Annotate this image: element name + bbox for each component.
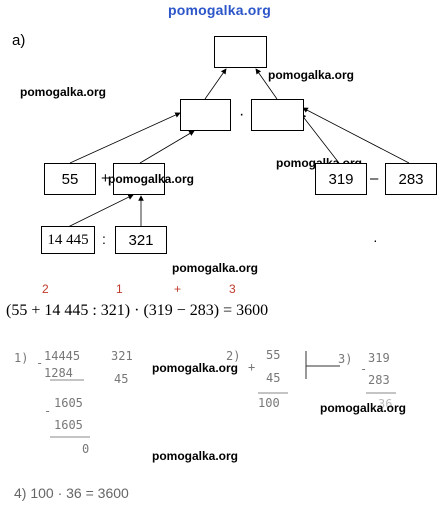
- arrow-319-to-diff: [300, 113, 340, 164]
- step1-rem1: 1605: [54, 396, 83, 410]
- order-2: 1: [116, 282, 123, 296]
- arrow-right-to-root: [255, 68, 278, 100]
- watermark-3: pomogalka.org: [108, 172, 195, 186]
- step1-rem2: 0: [82, 442, 90, 456]
- plus-sign: +: [101, 170, 110, 187]
- step1-divisor-value: 321: [111, 349, 133, 363]
- difference-box: [251, 99, 304, 131]
- quotient-box: [113, 163, 165, 195]
- multiply-dot-right: ·: [373, 232, 378, 248]
- watermark-top: pomogalka.org: [168, 2, 271, 18]
- step2-b: 45: [266, 371, 281, 385]
- box-319: 319: [315, 163, 367, 195]
- step3-b: 283: [368, 373, 390, 387]
- arrow-55-to-sum: [69, 112, 181, 164]
- box-283: 283: [385, 163, 437, 195]
- step1-quotient: 45: [114, 372, 129, 386]
- arrow-left-to-root: [204, 68, 227, 100]
- arrow-quotient-to-sum: [139, 130, 195, 164]
- step1-sub1: 1284: [44, 366, 73, 380]
- arrow-14445-to-quotient: [67, 194, 134, 228]
- watermark-5: pomogalka.org: [172, 261, 259, 275]
- order-1: 2: [42, 282, 49, 296]
- step1-label: 1): [14, 351, 29, 365]
- step2-a: 55: [266, 348, 281, 362]
- watermark-1: pomogalka.org: [268, 68, 355, 82]
- multiply-dot-middle: ·: [239, 106, 245, 123]
- watermark-6: pomogalka.org: [152, 361, 239, 375]
- minus-sign: –: [370, 170, 379, 187]
- watermark-7: pomogalka.org: [320, 401, 407, 415]
- step4: 4) 100 · 36 = 3600: [14, 485, 129, 501]
- step3-label: 3): [338, 352, 353, 366]
- part-label: а): [12, 32, 26, 49]
- order-3: +: [174, 282, 182, 296]
- step3-result: 36: [378, 397, 393, 411]
- box-55: 55: [44, 163, 96, 195]
- step1-minus2: -: [44, 404, 52, 418]
- step3-a: 319: [368, 351, 390, 365]
- box-14445: 14 445: [41, 226, 95, 254]
- colon-sign: :: [102, 231, 106, 247]
- root-box: [214, 36, 267, 68]
- step2-plus: +: [248, 360, 256, 374]
- watermark-2: pomogalka.org: [20, 85, 107, 99]
- arrow-283-to-diff: [302, 107, 410, 164]
- step2-label: 2): [226, 349, 241, 363]
- step1-sub2: 1605: [54, 418, 83, 432]
- step3-minus: -: [360, 362, 368, 376]
- expression: (55 + 14 445 : 321) · (319 − 283) = 3600: [6, 302, 269, 319]
- step1-dividend: 14445: [44, 349, 81, 363]
- order-4: 3: [229, 282, 236, 296]
- step2-result: 100: [258, 396, 280, 410]
- sum-box: [180, 99, 231, 131]
- box-321: 321: [115, 226, 167, 254]
- step1-minus: -: [36, 356, 44, 370]
- watermark-8: pomogalka.org: [152, 449, 239, 463]
